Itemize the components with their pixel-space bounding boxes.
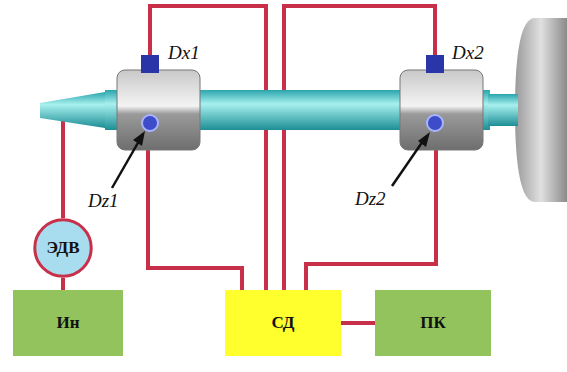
sensor-label: Dx2 xyxy=(452,42,484,64)
computer-box: ПК xyxy=(375,290,491,356)
sensor-z xyxy=(427,115,443,131)
sensor-unit-box: СД xyxy=(225,290,341,356)
bearing-housing xyxy=(400,70,483,150)
shaft-end xyxy=(488,94,518,126)
sensor-label: Dz2 xyxy=(355,188,386,210)
connector-wire xyxy=(341,323,375,324)
node-text: Ин xyxy=(56,313,79,333)
inverter-box: Ин xyxy=(13,290,123,356)
shaft-nose xyxy=(40,92,105,128)
disk xyxy=(515,18,567,202)
node-text: СД xyxy=(271,313,294,333)
sensor-x xyxy=(141,55,159,73)
node-text: ЭДВ xyxy=(46,238,79,258)
sensor-z xyxy=(142,115,158,131)
connector-wire xyxy=(63,278,64,290)
sensor-wire xyxy=(63,6,436,291)
node-text: ПК xyxy=(420,313,446,333)
leader-arrow xyxy=(112,131,430,188)
bearing-housing xyxy=(117,70,200,150)
sensor-label: Dx1 xyxy=(168,42,200,64)
motor-circle: ЭДВ xyxy=(33,218,93,278)
sensor-x xyxy=(426,55,444,73)
sensor-label: Dz1 xyxy=(88,190,119,212)
